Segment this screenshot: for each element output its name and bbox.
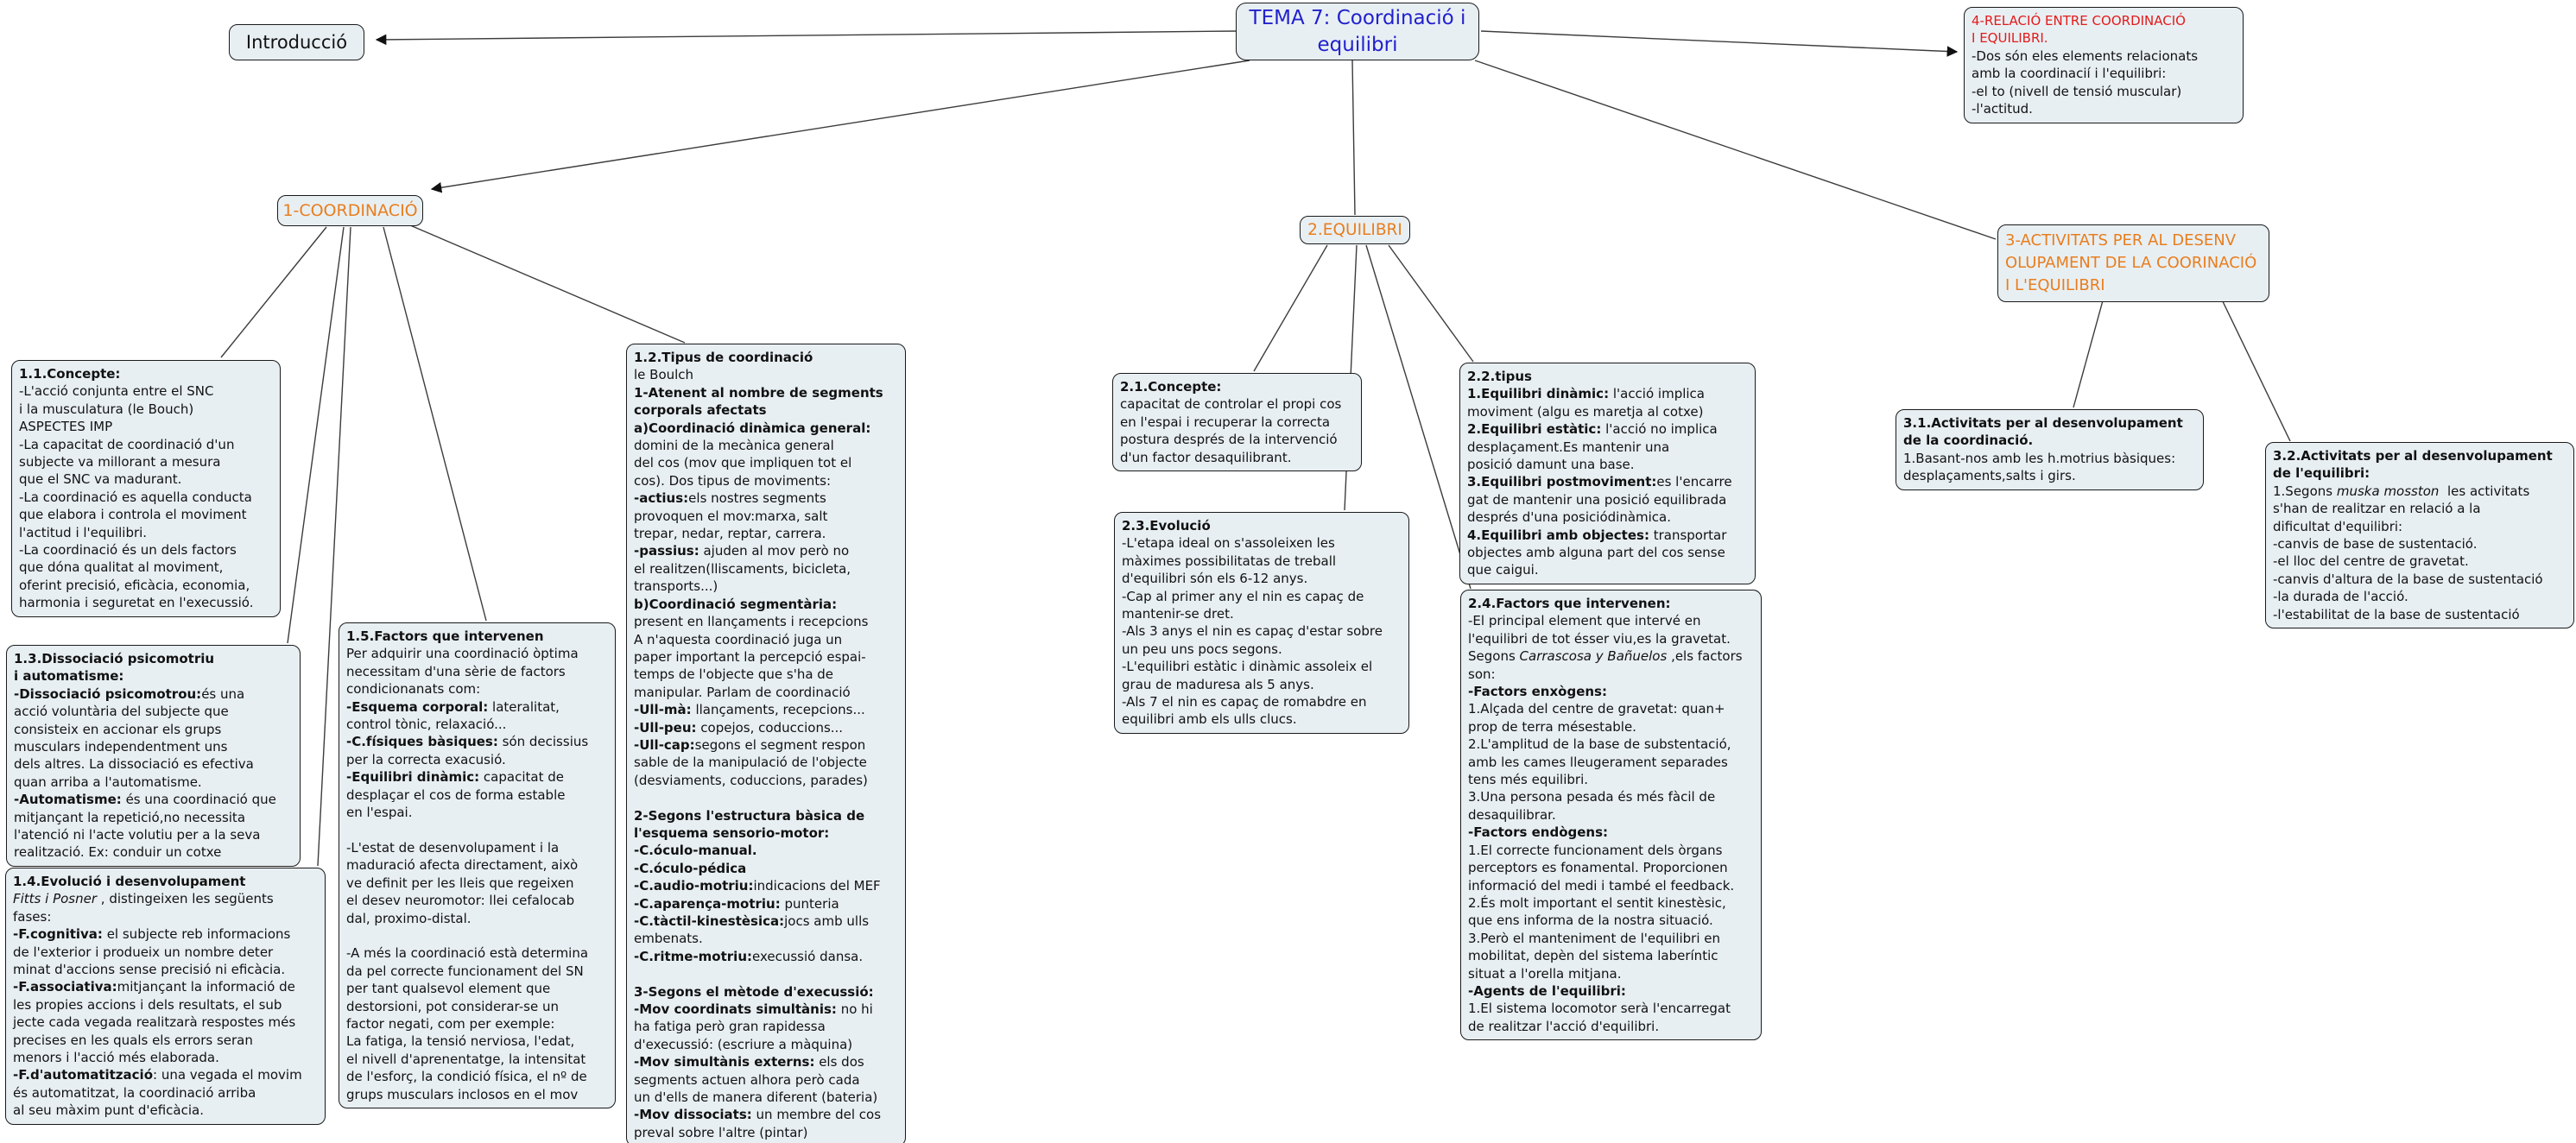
node-text: 1.4.Evolució i desenvolupament Fitts i P…: [13, 874, 302, 1119]
connector-coordinacio1-n13: [287, 226, 345, 644]
connector-activitats3-n31: [2073, 294, 2105, 408]
node-3-1-activitats-coordinacio[interactable]: 3.1.Activitats per al desenvolupament de…: [1896, 409, 2204, 490]
node-1-coordinacio[interactable]: 1-COORDINACIÓ: [277, 195, 423, 226]
node-text: 1.2.Tipus de coordinació le Boulch 1-Ate…: [634, 350, 883, 1140]
connector-equilibri2-n21: [1253, 244, 1328, 372]
connector-activitats3-n32: [2218, 294, 2291, 442]
node-2-1-concepte[interactable]: 2.1.Concepte: capacitat de controlar el …: [1112, 373, 1362, 472]
node-text: 2.3.Evolució -L'etapa ideal on s'assolei…: [1122, 518, 1383, 728]
connector-tema7-coordinacio1: [430, 60, 1250, 193]
node-2-4-factors-que-intervenen[interactable]: 2.4.Factors que intervenen: -El principa…: [1460, 590, 1762, 1041]
node-text: 1.3.Dissociació psicomotriu i automatism…: [14, 651, 276, 861]
connector-equilibri2-n22: [1388, 244, 1474, 363]
node-text: 1.5.Factors que intervenen Per adquirir …: [346, 628, 589, 1102]
connector-coordinacio1-n15: [383, 226, 487, 622]
node-text: 2.4.Factors que intervenen: -El principa…: [1468, 596, 1743, 1034]
node-2-equilibri[interactable]: 2.EQUILIBRI: [1300, 216, 1410, 244]
node-text: 1.1.Concepte: -L'acció conjunta entre el…: [19, 366, 254, 611]
connector-coordinacio1-n11: [220, 226, 327, 358]
node-text: 2.2.tipus 1.Equilibri dinàmic: l'acció i…: [1467, 369, 1732, 578]
node-3-2-activitats-equilibri[interactable]: 3.2.Activitats per al desenvolupament de…: [2265, 442, 2574, 629]
node-1-1-concepte[interactable]: 1.1.Concepte: -L'acció conjunta entre el…: [11, 360, 281, 617]
node-text: 4-RELACIÓ ENTRE COORDINACIÓ I EQUILIBRI.…: [1972, 13, 2199, 117]
node-1-4-evolucio-desenvolupament[interactable]: 1.4.Evolució i desenvolupament Fitts i P…: [5, 868, 326, 1125]
node-4-relacio-coordinacio-equilibri[interactable]: 4-RELACIÓ ENTRE COORDINACIÓ I EQUILIBRI.…: [1964, 7, 2244, 123]
connector-tema7-relacio4: [1480, 30, 1959, 57]
node-2-2-tipus[interactable]: 2.2.tipus 1.Equilibri dinàmic: l'acció i…: [1459, 363, 1756, 584]
node-tema-7-title[interactable]: TEMA 7: Coordinació i equilibri: [1236, 3, 1479, 60]
node-text: 3.1.Activitats per al desenvolupament de…: [1903, 415, 2183, 484]
node-1-2-tipus-de-coordinacio[interactable]: 1.2.Tipus de coordinació le Boulch 1-Ate…: [626, 344, 906, 1143]
node-2-3-evolucio[interactable]: 2.3.Evolució -L'etapa ideal on s'assolei…: [1114, 512, 1409, 734]
connector-tema7-introduccio: [375, 30, 1238, 46]
node-3-activitats[interactable]: 3-ACTIVITATS PER AL DESENV OLUPAMENT DE …: [1997, 224, 2269, 302]
node-text: 2.1.Concepte: capacitat de controlar el …: [1120, 379, 1342, 465]
connector-tema7-equilibri2: [1351, 60, 1356, 216]
node-text: 3.2.Activitats per al desenvolupament de…: [2273, 448, 2553, 622]
connector-equilibri2-n24: [1365, 244, 1472, 590]
connector-coordinacio1-n12: [403, 222, 686, 344]
node-1-5-factors-que-intervenen[interactable]: 1.5.Factors que intervenen Per adquirir …: [339, 622, 616, 1108]
connector-tema7-activitats3: [1474, 60, 1997, 240]
node-1-3-dissociacio-automatisme[interactable]: 1.3.Dissociació psicomotriu i automatism…: [6, 645, 301, 867]
connector-coordinacio1-n14: [317, 226, 351, 867]
node-introduccio[interactable]: Introducció: [229, 24, 364, 60]
